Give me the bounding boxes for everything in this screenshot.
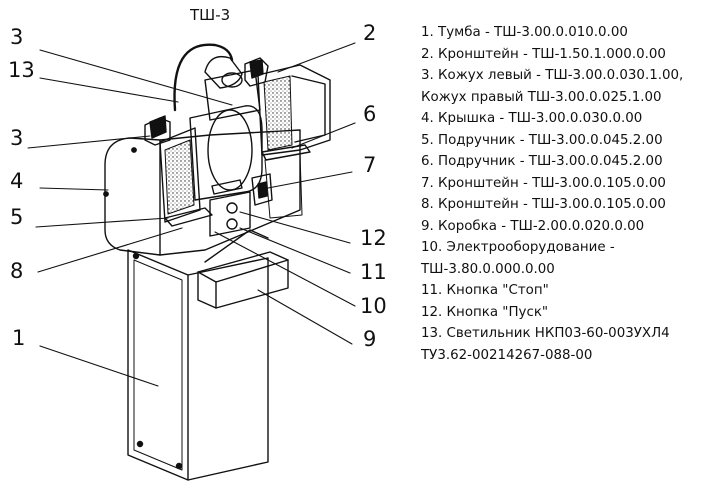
parts-list-item: ТШ-3.80.0.000.0.00 [421,261,555,277]
left-guard [144,115,201,223]
parts-list-item: 7. Кронштейн - ТШ-3.00.0.105.0.00 [421,175,666,191]
pedestal-cabinet [127,249,269,481]
housing-cover [103,129,301,256]
right-guard [257,64,331,156]
storage-box [197,229,289,309]
machine-drawing: ТШ-3 [8,6,387,481]
control-panel [209,179,251,237]
parts-list-item: 9. Коробка - ТШ-2.00.0.020.0.00 [421,218,645,234]
callout-3-left: 3 [10,126,23,150]
bracket [244,57,269,87]
lamp [173,43,243,112]
parts-list-item: 11. Кнопка "Стоп" [421,283,549,298]
callout-4: 4 [10,169,23,193]
parts-list-item: 3. Кожух левый - ТШ-3.00.0.030.1.00, [421,68,684,83]
parts-list: 1. Тумба - ТШ-3.00.0.010.0.00 2. Кронште… [421,22,721,366]
callout-10: 10 [360,294,387,318]
tool-rests [164,144,311,227]
parts-list-item: Кожух правый ТШ-3.00.0.025.1.00 [421,89,662,105]
parts-list-item: 12. Кнопка "Пуск" [421,304,549,320]
callout-13: 13 [8,58,35,82]
callout-6: 6 [363,102,376,126]
parts-list-item: 13. Светильник НКП03-60-003УХЛ4 [421,326,670,341]
parts-list-item: 2. Кронштейн - ТШ-1.50.1.000.0.00 [421,46,666,62]
callout-2: 2 [363,21,376,45]
parts-list-item: 1. Тумба - ТШ-3.00.0.010.0.00 [421,25,628,40]
parts-list-item: 8. Кронштейн - ТШ-3.00.0.105.0.00 [421,197,666,212]
parts-list-item: ТУ3.62-00214267-088-00 [421,347,593,363]
callout-9: 9 [363,327,376,351]
callout-8: 8 [10,259,23,283]
motor [189,69,263,201]
callout-3-top: 3 [10,25,23,49]
callout-1: 1 [12,326,25,350]
callout-12: 12 [360,226,387,250]
parts-list-item: 5. Подручник - ТШ-3.00.0.045.2.00 [421,132,663,148]
diagram-title: ТШ-3 [189,6,230,24]
callout-5: 5 [10,205,23,229]
parts-list-item: 4. Крышка - ТШ-3.00.0.030.0.00 [421,111,643,126]
callout-7: 7 [363,153,376,177]
parts-list-item: 6. Подручник - ТШ-3.00.0.045.2.00 [421,154,663,169]
callout-11: 11 [360,260,387,284]
leader-lines [27,42,356,387]
parts-list-item: 10. Электрооборудование - [421,240,615,255]
side-bracket [251,173,273,206]
